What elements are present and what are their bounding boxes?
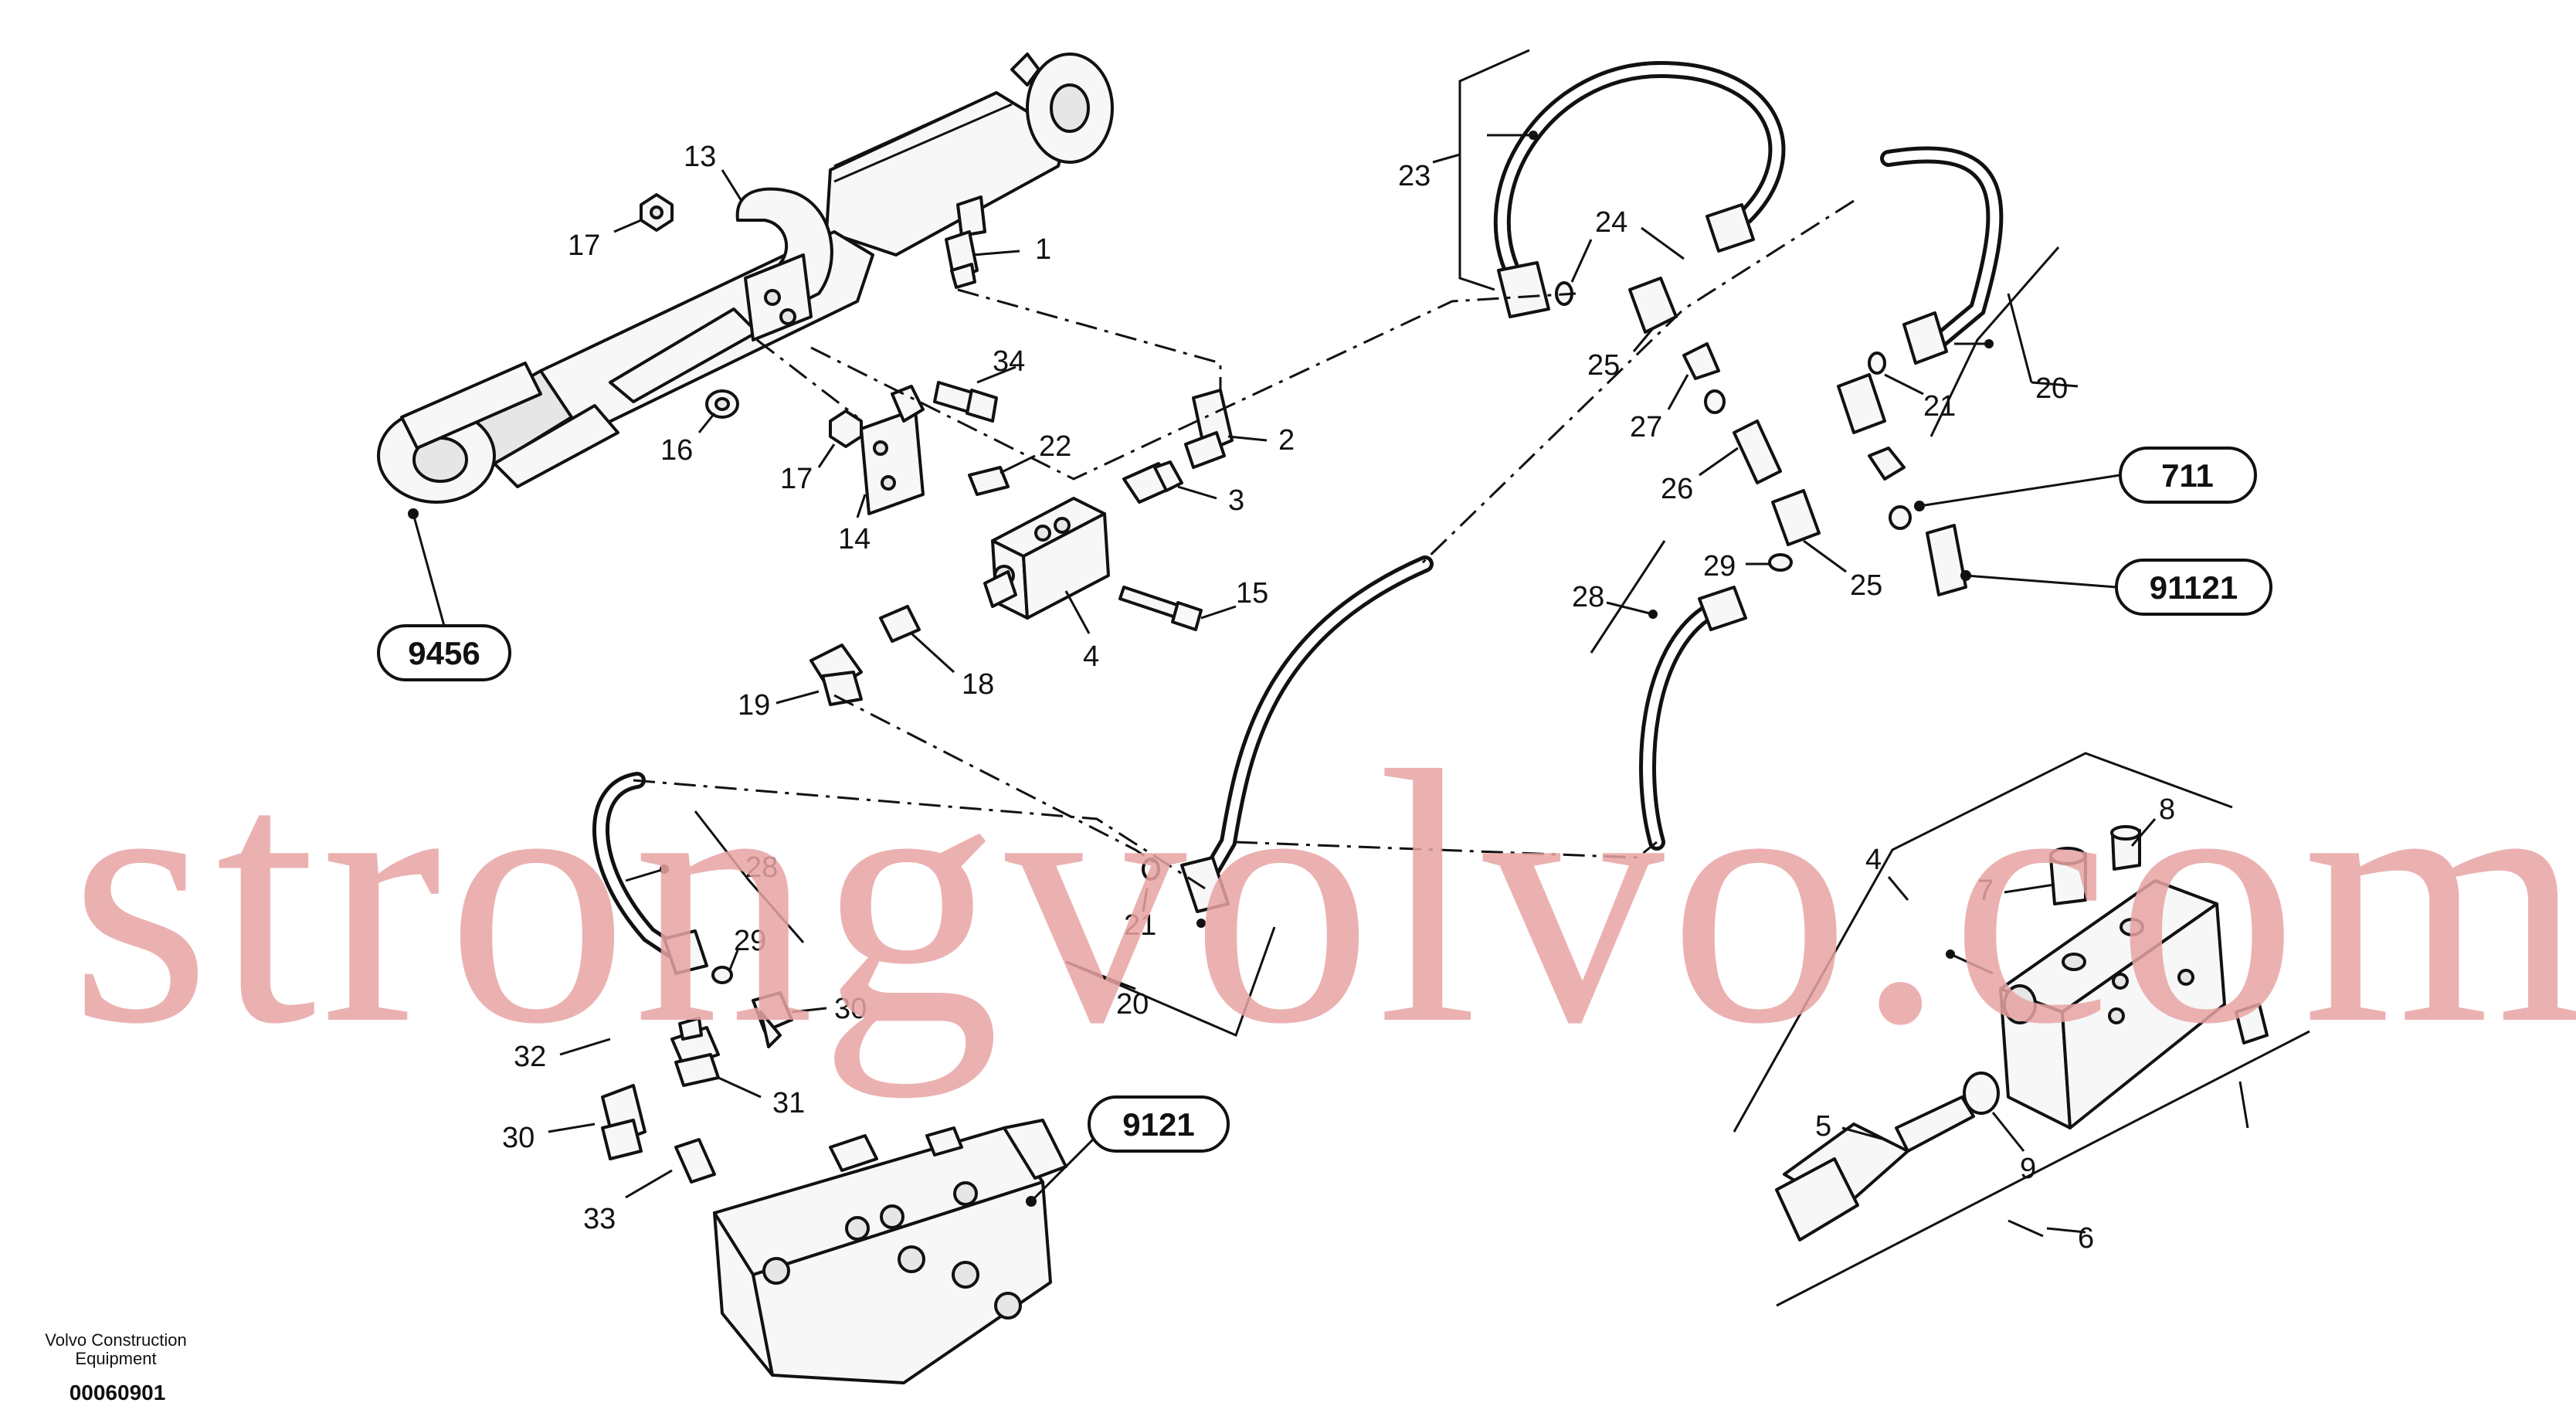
callout-14: 14: [838, 523, 871, 555]
callout-15: 15: [1236, 577, 1268, 610]
center-fittings: [1555, 277, 1821, 572]
leader-lines: [408, 49, 2310, 1307]
ref-9121: 9121: [1122, 1106, 1194, 1143]
callout-25: 25: [1850, 569, 1882, 602]
reference-labels: 9456 711 91121 9121: [377, 447, 2272, 1153]
callout-27: 27: [1630, 411, 1662, 443]
callout-5: 5: [1815, 1110, 1831, 1143]
hose-28-left: [592, 772, 733, 984]
callout-23: 23: [1398, 160, 1431, 192]
callout-22: 22: [1039, 430, 1071, 463]
callout-32: 32: [514, 1041, 546, 1073]
plug-side: [2235, 1003, 2269, 1044]
elbow-19: [809, 644, 863, 706]
hose-20-long: [1142, 555, 1434, 913]
hose-20-upper: [1880, 146, 2004, 365]
callout-28: 28: [745, 851, 778, 884]
ref-box-91121: [2115, 559, 2272, 616]
lower-left-fittings: [601, 991, 793, 1184]
callout-34: 34: [993, 345, 1025, 378]
nut-top: [640, 193, 674, 232]
company-name-line2: Equipment: [75, 1349, 156, 1368]
ref-711: 711: [2161, 457, 2214, 494]
callout-3: 3: [1228, 484, 1244, 517]
callout-13: 13: [684, 141, 716, 173]
fitting-18: [879, 605, 921, 643]
callout-31: 31: [772, 1087, 805, 1119]
callout-21: 21: [1923, 390, 1956, 423]
callout-4: 4: [1083, 640, 1099, 673]
watermark: strongvolvo.com: [70, 696, 2576, 1099]
callout-19: 19: [738, 689, 770, 722]
callout-25: 25: [1587, 349, 1620, 382]
washer: [705, 389, 739, 419]
callout-17: 17: [780, 463, 813, 495]
callout-29: 29: [734, 925, 766, 957]
callout-1: 1: [1035, 233, 1051, 266]
hose-23: [1493, 60, 1786, 318]
drawing-number: 00060901: [70, 1381, 166, 1405]
callout-6: 6: [2078, 1222, 2094, 1255]
hose-28: [1639, 586, 1747, 851]
valve-block-small: [983, 497, 1110, 620]
control-valve: [713, 1119, 1067, 1384]
callout-26: 26: [1661, 473, 1693, 505]
right-fittings: [1837, 352, 1967, 596]
callout-28: 28: [1572, 581, 1604, 613]
bracket: [829, 385, 925, 515]
ref-box-9456: [377, 624, 511, 681]
callout-9: 9: [2020, 1153, 2036, 1185]
plug-8: [2110, 825, 2141, 871]
callout-20: 20: [1116, 988, 1149, 1021]
clamp: [735, 187, 833, 341]
ref-9456: 9456: [408, 635, 480, 671]
ref-box-711: [2119, 447, 2257, 504]
callout-numbers: 1 2 3 4 4 5 6 7 8 9 13 14 15 16 17 17 18…: [502, 141, 2175, 1255]
callout-20: 20: [2035, 372, 2068, 405]
callout-8: 8: [2159, 793, 2175, 826]
callout-30: 30: [502, 1122, 535, 1154]
plug-7: [2049, 847, 2087, 905]
callout-17: 17: [568, 229, 600, 262]
centerlines: [633, 199, 1855, 890]
rod-end-eye: [377, 362, 542, 504]
callout-2: 2: [1278, 424, 1295, 457]
callout-33: 33: [583, 1203, 616, 1235]
callout-24: 24: [1595, 206, 1627, 239]
company-name-line1: Volvo Construction: [45, 1330, 186, 1350]
callout-7: 7: [1977, 875, 1994, 907]
fitting-1: [945, 230, 979, 289]
ref-box-9121: [1088, 1095, 1230, 1153]
elbow-2: [1184, 389, 1234, 469]
bolt-34: [933, 381, 998, 423]
bolt-15: [1118, 586, 1203, 631]
callout-30: 30: [834, 993, 867, 1025]
callout-21: 21: [1124, 909, 1156, 942]
callout-4: 4: [1865, 844, 1882, 876]
callout-29: 29: [1703, 550, 1736, 583]
footer: Volvo Construction Equipment 00060901: [45, 1330, 186, 1405]
ref-91121: 91121: [2150, 569, 2238, 606]
valve-block-large: [1999, 879, 2226, 1129]
fitting-22: [968, 466, 1010, 496]
callout-16: 16: [660, 434, 693, 467]
fitting-3: [1122, 460, 1183, 504]
quick-coupling: [1775, 1072, 2000, 1241]
callout-18: 18: [962, 668, 994, 701]
